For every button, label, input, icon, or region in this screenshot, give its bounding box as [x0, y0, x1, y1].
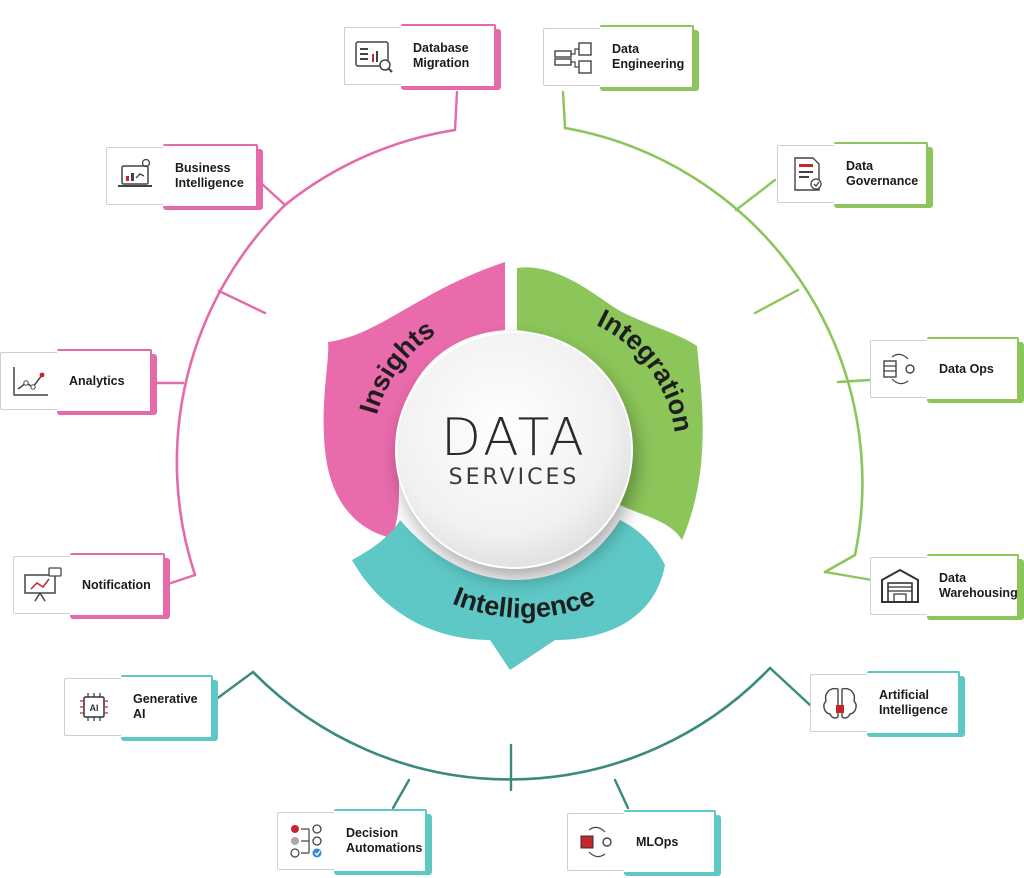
insights-segment	[323, 262, 505, 538]
warehouse-icon	[871, 558, 929, 614]
card-label: Data Engineering	[612, 42, 685, 71]
card-label: Database Migration	[413, 41, 470, 70]
card-data-governance[interactable]: Data Governance	[777, 142, 933, 208]
card-label: Notification	[82, 577, 151, 592]
card-notification[interactable]: Notification	[13, 553, 170, 619]
brain-chip-icon	[811, 675, 869, 731]
server-code-icon	[544, 29, 602, 85]
card-decision-automations[interactable]: Decision Automations	[277, 809, 432, 875]
line-chart-icon	[1, 353, 59, 409]
card-analytics[interactable]: Analytics	[0, 349, 157, 415]
card-data-ops[interactable]: Data Ops	[870, 337, 1024, 403]
intelligence-ring-arc	[251, 666, 772, 781]
card-database-migration[interactable]: Database Migration	[344, 24, 501, 90]
card-artificial-intelligence[interactable]: Artificial Intelligence	[810, 671, 965, 737]
card-mlops[interactable]: MLOps	[567, 810, 721, 876]
card-data-engineering[interactable]: Data Engineering	[543, 25, 699, 91]
chip-gear-cycle-icon	[568, 814, 626, 870]
card-label: Data Governance	[846, 159, 919, 188]
svg-text:AI: AI	[90, 703, 99, 713]
card-business-intelligence[interactable]: Business Intelligence	[106, 144, 263, 210]
ai-chip-icon: AI	[65, 679, 123, 735]
card-data-warehousing[interactable]: Data Warehousing	[870, 554, 1024, 620]
card-label: Analytics	[69, 373, 125, 388]
card-label: Decision Automations	[346, 826, 423, 855]
center-hub	[396, 332, 632, 568]
monitor-chart-search-icon	[345, 28, 403, 84]
card-label: Artificial Intelligence	[879, 688, 948, 717]
document-check-icon	[778, 146, 836, 202]
decision-flow-icon	[278, 813, 336, 869]
center-subtitle: SERVICES	[449, 465, 580, 490]
card-label: Business Intelligence	[175, 161, 244, 190]
intelligence-segment	[352, 520, 665, 670]
center-title: DATA	[441, 408, 587, 468]
server-gear-cycle-icon	[871, 341, 929, 397]
laptop-chart-bulb-icon	[107, 148, 165, 204]
card-label: Generative AI	[133, 692, 198, 721]
card-label: Data Ops	[939, 361, 994, 376]
integration-ring-arc	[563, 126, 864, 574]
card-generative-ai[interactable]: AI Generative AI	[64, 675, 218, 741]
card-label: MLOps	[636, 834, 679, 849]
presentation-board-icon	[14, 557, 72, 613]
integration-segment	[517, 267, 703, 540]
card-label: Data Warehousing	[939, 571, 1018, 600]
insights-ring-arc	[175, 128, 457, 577]
